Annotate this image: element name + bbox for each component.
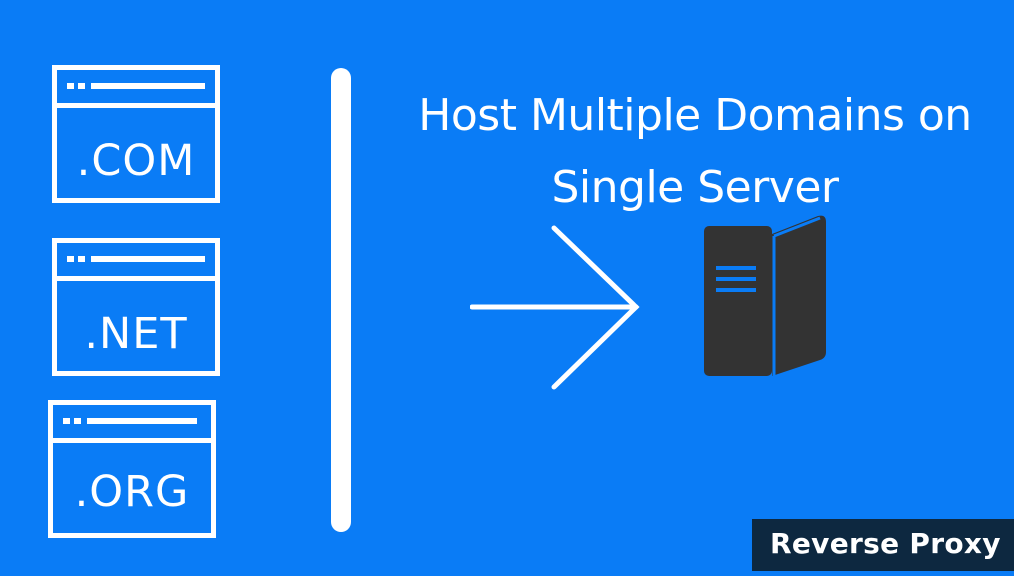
window-dot [67, 256, 74, 262]
vertical-divider [331, 68, 351, 532]
domain-extension-label: .COM [76, 136, 196, 186]
heading: Host Multiple Domains on Single Server [395, 80, 995, 224]
window-title-line [91, 83, 205, 89]
domain-extension-label: .NET [84, 309, 188, 359]
heading-line-1: Host Multiple Domains on [418, 90, 972, 141]
badge-label: Reverse Proxy [770, 527, 1001, 560]
window-dot [78, 83, 85, 89]
domain-window-icon-com: .COM [52, 65, 220, 203]
domain-window-icon-net: .NET [52, 238, 220, 376]
window-dot [74, 418, 81, 424]
window-title-line [91, 256, 205, 262]
heading-line-2: Single Server [551, 162, 839, 213]
window-dot [63, 418, 70, 424]
reverse-proxy-badge: Reverse Proxy [752, 519, 1014, 571]
window-dot [67, 83, 74, 89]
window-title-line [87, 418, 197, 424]
domain-window-icon-org: .ORG [48, 400, 216, 538]
window-header-divider [53, 438, 211, 443]
server-icon [704, 215, 826, 376]
domain-extension-label: .ORG [74, 467, 190, 517]
arrow-right-icon [470, 225, 640, 390]
window-header-divider [57, 276, 215, 281]
window-header-divider [57, 103, 215, 108]
window-dot [78, 256, 85, 262]
